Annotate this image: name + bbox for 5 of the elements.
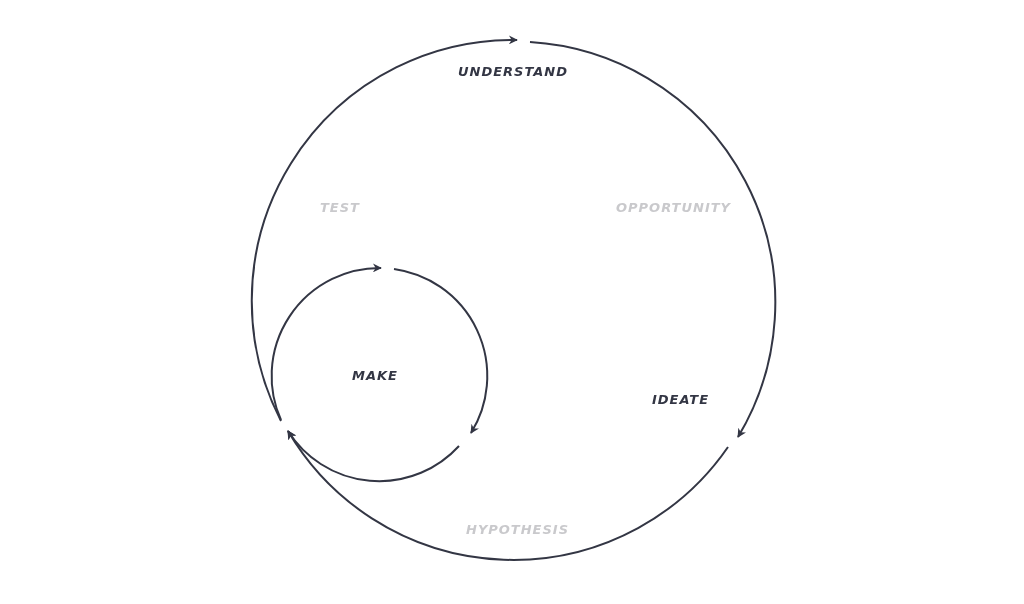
curved-arrow	[529, 41, 777, 438]
stage-label: UNDERSTAND	[457, 64, 569, 79]
curved-arrow	[250, 35, 518, 422]
stage-label: MAKE	[352, 368, 398, 383]
stage-label: IDEATE	[651, 392, 710, 407]
